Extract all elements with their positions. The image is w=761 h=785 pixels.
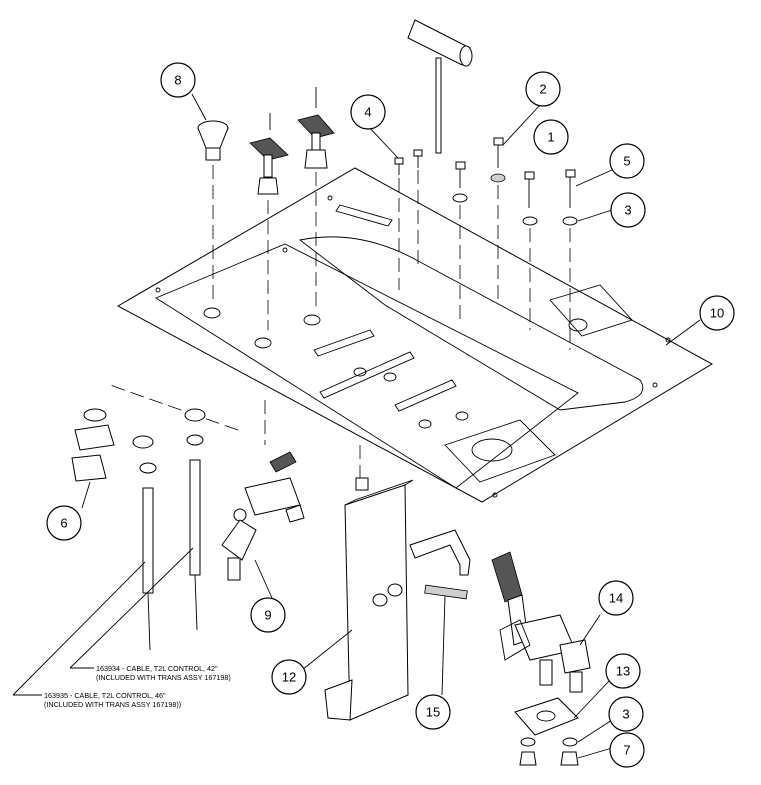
fasteners <box>394 137 578 226</box>
cable-46-note-line2: (INCLUDED WITH TRANS ASSY 167198)) <box>44 700 182 709</box>
cable-42-note-line1: 163934 - CABLE, T2L CONTROL, 42" <box>96 664 218 673</box>
leader-lines <box>12 93 701 759</box>
balloon-1: 1 <box>533 119 569 155</box>
cable-46-note-line1: 163935 - CABLE, T2L CONTROL, 46" <box>44 691 166 700</box>
cable-42-note: 163934 - CABLE, T2L CONTROL, 42" (INCLUD… <box>96 664 231 682</box>
balloon-14: 14 <box>598 580 634 616</box>
svg-text:6: 6 <box>60 516 67 531</box>
balloon-13: 13 <box>605 653 641 689</box>
cable-bracket <box>71 408 115 482</box>
balloon-3-lower: 3 <box>608 696 644 732</box>
svg-text:3: 3 <box>622 707 629 722</box>
svg-text:15: 15 <box>426 705 440 720</box>
push-pull-knob <box>197 120 229 161</box>
balloon-12: 12 <box>271 659 307 695</box>
svg-text:5: 5 <box>623 154 630 169</box>
svg-text:1: 1 <box>547 130 554 145</box>
cable-42-note-line2: (INCLUDED WITH TRANS ASSY 167198) <box>96 673 231 682</box>
control-cables <box>132 408 206 651</box>
assembly-lines <box>109 165 571 480</box>
linkage-arm <box>409 529 471 576</box>
balloon-8: 8 <box>160 62 196 98</box>
base-plate-and-hardware <box>514 697 579 766</box>
balloon-15: 15 <box>415 694 451 730</box>
balloon-9: 9 <box>250 597 286 633</box>
svg-text:4: 4 <box>364 105 371 120</box>
svg-text:14: 14 <box>609 591 623 606</box>
svg-text:2: 2 <box>539 82 546 97</box>
svg-text:8: 8 <box>174 73 181 88</box>
shift-lever <box>407 19 473 154</box>
mounting-bracket <box>324 477 414 721</box>
svg-text:12: 12 <box>282 670 296 685</box>
balloon-10: 10 <box>699 295 735 331</box>
svg-text:9: 9 <box>264 608 271 623</box>
return-spring <box>424 584 468 600</box>
balloon-4: 4 <box>350 94 386 130</box>
balloon-2: 2 <box>525 71 561 107</box>
balloon-6: 6 <box>46 505 82 541</box>
cable-46-note: 163935 - CABLE, T2L CONTROL, 46" (INCLUD… <box>44 691 181 709</box>
balloon-5: 5 <box>609 143 645 179</box>
control-panel-plate <box>116 167 714 503</box>
fuel-valve <box>221 451 305 581</box>
balloon-7: 7 <box>609 732 645 768</box>
svg-text:13: 13 <box>616 664 630 679</box>
svg-text:10: 10 <box>710 306 724 321</box>
svg-text:3: 3 <box>624 203 631 218</box>
throttle-lever-assembly <box>491 551 591 693</box>
balloon-3-upper: 3 <box>610 192 646 228</box>
t-handle-knobs <box>249 87 335 195</box>
svg-text:7: 7 <box>623 743 630 758</box>
